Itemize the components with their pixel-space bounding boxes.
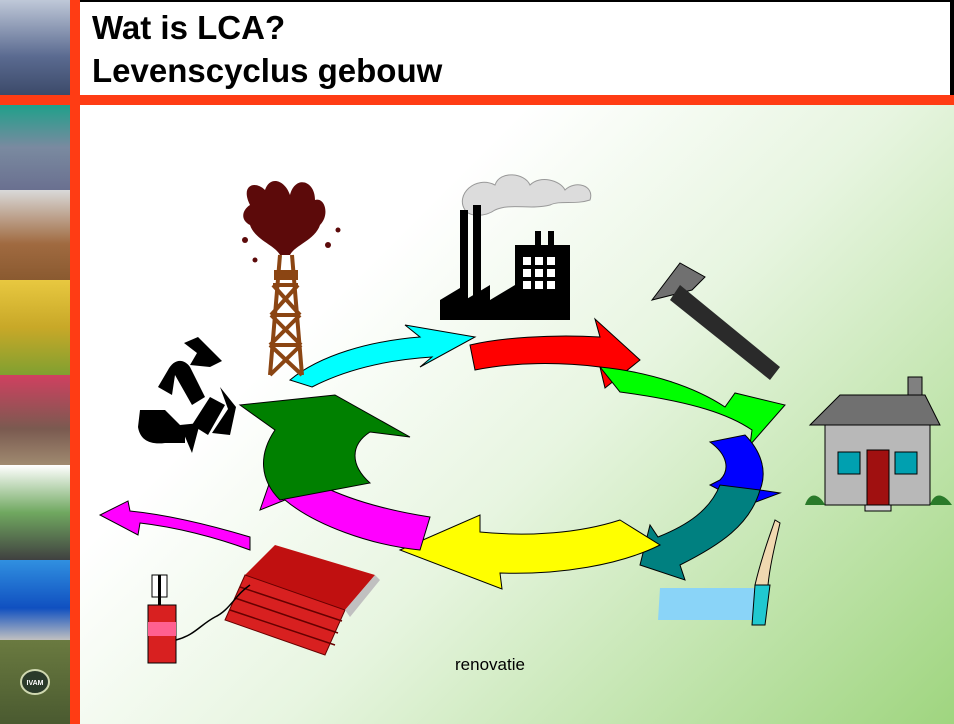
sidebar-tile-2 — [0, 105, 70, 190]
right-border — [950, 0, 954, 95]
sidebar-tile-3 — [0, 190, 70, 280]
slide-title: Wat is LCA? Levenscyclus gebouw — [92, 6, 442, 92]
ivam-logo: IVAM — [20, 669, 50, 695]
title-line-2: Levenscyclus gebouw — [92, 52, 443, 89]
title-line-1: Wat is LCA? — [92, 9, 286, 46]
cycle-arrows — [98, 317, 786, 590]
repair-tool-icon — [658, 519, 781, 626]
sidebar-tile-1 — [0, 0, 70, 95]
arrow-recycling — [238, 394, 411, 501]
factory-icon — [440, 174, 592, 320]
arrow-extraction — [288, 324, 477, 388]
demolition-icon — [147, 545, 380, 664]
arrow-waste — [98, 500, 251, 551]
house-icon — [805, 376, 952, 512]
ivam-logo-text: IVAM — [27, 680, 44, 687]
recycle-icon — [138, 337, 236, 453]
hammer-icon — [650, 262, 780, 380]
arrow-maintenance — [639, 484, 761, 581]
arrow-renovation — [398, 514, 662, 590]
sidebar-tile-6 — [0, 465, 70, 560]
renovation-caption: renovatie — [455, 655, 525, 674]
accent-bar-vertical — [70, 0, 80, 724]
sidebar-tile-7 — [0, 560, 70, 640]
lifecycle-diagram — [98, 174, 952, 664]
arrow-construction — [598, 366, 786, 447]
oil-derrick-icon — [242, 180, 341, 377]
slide-content — [80, 105, 954, 724]
sidebar-tile-4 — [0, 280, 70, 375]
accent-bar-horizontal — [0, 95, 954, 105]
sidebar-tile-5 — [0, 375, 70, 465]
sidebar: IVAM — [0, 0, 70, 724]
top-border — [80, 0, 954, 2]
